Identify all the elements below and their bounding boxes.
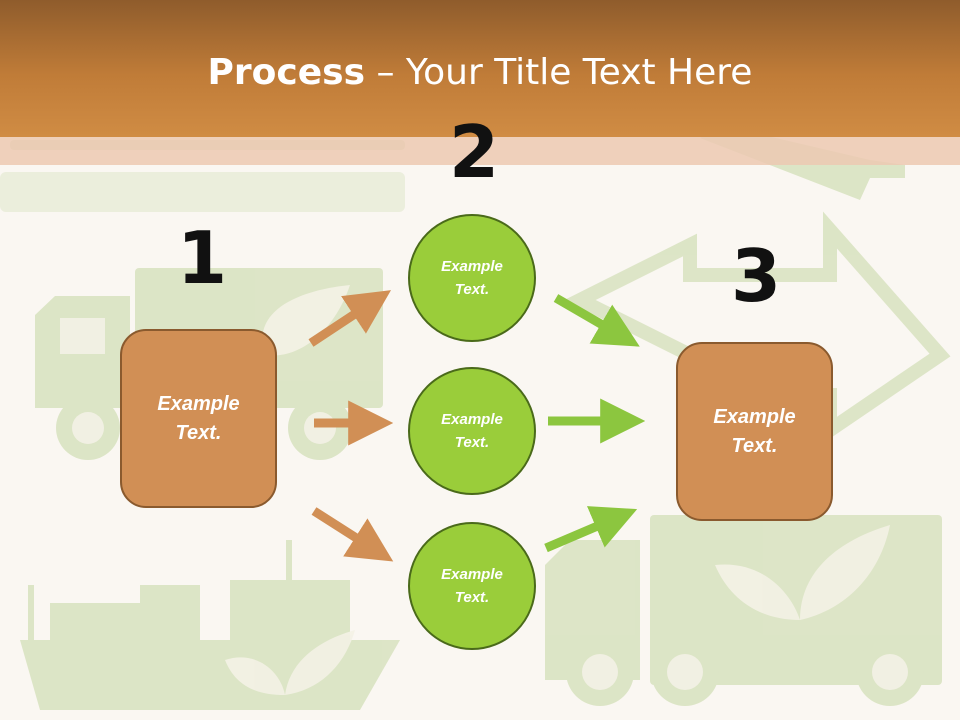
circle-text-line1: Example <box>441 257 503 275</box>
title-rest: – Your Title Text Here <box>365 52 753 93</box>
arrow-1-to-c1 <box>308 290 392 347</box>
arrow-c3-to-3 <box>544 506 638 553</box>
box-text-line1: Example <box>157 392 240 415</box>
title-band <box>0 137 960 165</box>
ship-icon <box>20 540 400 710</box>
box-text-line2: Text. <box>731 434 778 457</box>
arrow-c1-to-3 <box>553 294 640 347</box>
circle-text-line2: Text. <box>454 281 490 298</box>
arrow-1-to-c3 <box>311 507 394 562</box>
box-text-line2: Text. <box>175 421 222 444</box>
page-title: Process – Your Title Text Here <box>0 52 960 93</box>
circle-text-line2: Text. <box>454 589 490 606</box>
circle-text-line1: Example <box>441 565 503 583</box>
step-number-1: 1 <box>177 216 228 300</box>
box-text-line1: Example <box>713 405 796 428</box>
title-bar <box>0 0 960 137</box>
step-number-3: 3 <box>731 234 782 318</box>
circle-text-line2: Text. <box>454 434 490 451</box>
leaf-icon <box>225 285 890 695</box>
step-number-2: 2 <box>449 110 500 194</box>
title-bold: Process <box>207 52 366 93</box>
circle-text-line1: Example <box>441 410 503 428</box>
